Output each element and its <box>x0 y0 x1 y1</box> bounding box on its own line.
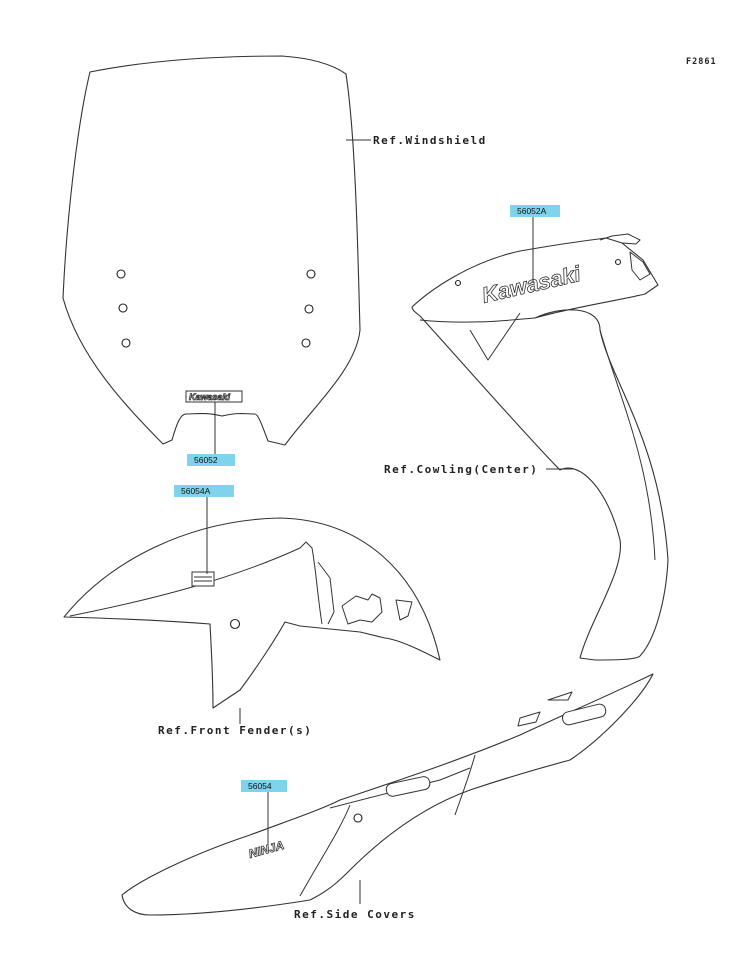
side-cover-slot <box>561 703 607 726</box>
windshield-logo-text: Kawasaki <box>189 392 231 402</box>
mount-hole <box>306 269 316 279</box>
mount-hole <box>118 303 128 313</box>
part-tag-56054[interactable]: 56054 <box>241 780 287 792</box>
mount-hole <box>304 304 314 314</box>
cowling-drawing: Kawasaki <box>411 233 669 661</box>
mount-hole <box>121 338 131 348</box>
figure-code: F2861 <box>686 57 717 67</box>
part-tag-56052A[interactable]: 56052A <box>510 205 560 217</box>
cowling-hole <box>454 279 462 287</box>
windshield-drawing: Kawasaki <box>62 55 361 446</box>
ref-cowling-label: Ref.Cowling(Center) <box>384 463 538 476</box>
ref-side-covers-label: Ref.Side Covers <box>294 908 416 921</box>
part-tag-56052[interactable]: 56052 <box>187 454 235 466</box>
fender-hole <box>229 618 241 630</box>
side-cover-hole <box>353 813 363 823</box>
part-tag-56054A[interactable]: 56054A <box>174 485 234 497</box>
fender-decal <box>191 571 215 587</box>
ref-windshield-label: Ref.Windshield <box>373 134 487 147</box>
side-covers-drawing: NINJA <box>121 673 654 916</box>
side-cover-slot <box>385 776 431 797</box>
ref-front-fender-label: Ref.Front Fender(s) <box>158 724 312 737</box>
cowling-hole <box>614 258 622 266</box>
mount-hole <box>116 269 126 279</box>
windshield-logo-decal <box>185 390 243 403</box>
front-fender-drawing <box>63 517 441 709</box>
mount-hole <box>301 338 311 348</box>
